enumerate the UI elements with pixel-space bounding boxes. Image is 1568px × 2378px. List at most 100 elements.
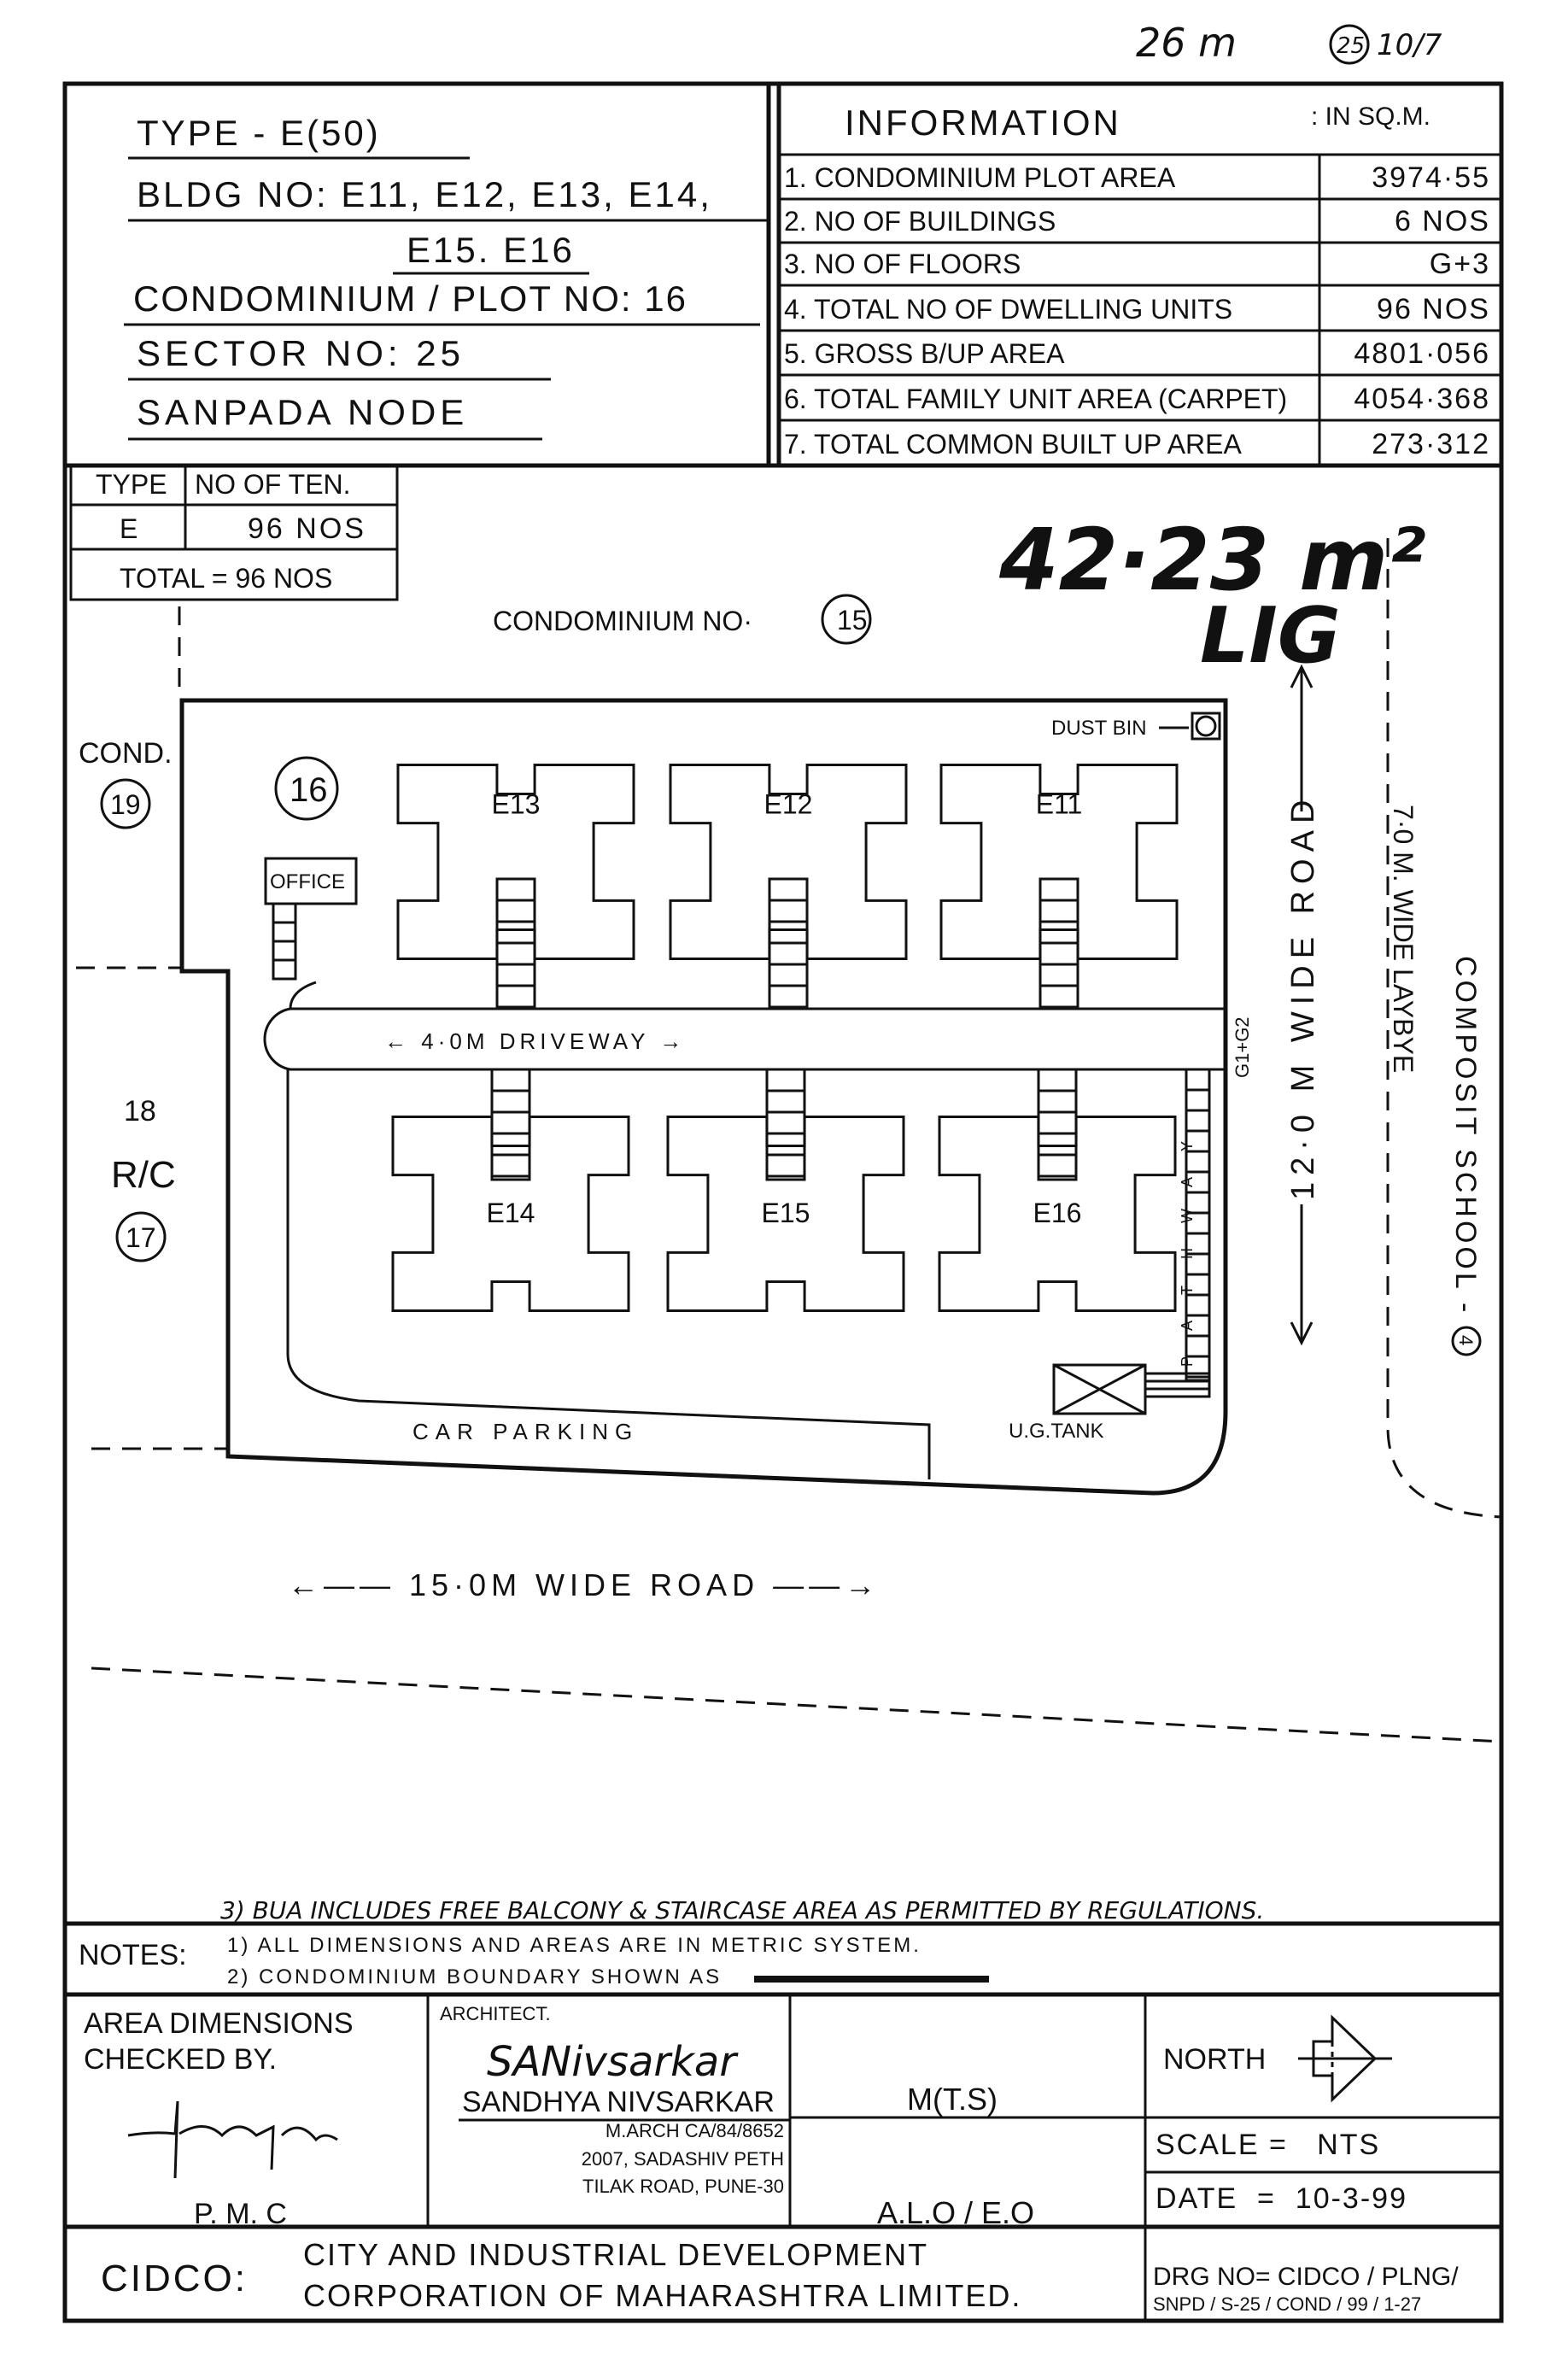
total-tenements: TOTAL = 96 NOS: [120, 563, 332, 594]
notes-label: NOTES:: [79, 1939, 187, 1971]
condominium-15-label: CONDOMINIUM NO·: [493, 606, 752, 636]
handwritten-note-3: 3) BUA INCLUDES FREE BALCONY & STAIRCASE…: [220, 1896, 1264, 1924]
tenements-value: 96 NOS: [248, 512, 366, 545]
dust-bin-label: DUST BIN: [1051, 717, 1147, 740]
info-row-label: 7. TOTAL COMMON BUILT UP AREA: [784, 429, 1243, 460]
road-12m-label: 12·0 M WIDE ROAD: [1285, 794, 1321, 1200]
cond-19-number: 19: [110, 789, 141, 820]
handwritten-fraction: 10/7: [1377, 28, 1442, 62]
driveway-label: ← 4·0M DRIVEWAY →: [384, 1028, 686, 1054]
architect-signature: SANivsarkar: [487, 2038, 739, 2086]
plot-number: CONDOMINIUM / PLOT NO: 16: [133, 278, 687, 319]
pathway-letter: A: [1179, 1177, 1196, 1187]
pathway-letter: H: [1179, 1248, 1196, 1259]
g1g2-label: G1+G2: [1232, 1016, 1253, 1078]
driveway: [263, 1007, 1226, 1071]
type-value: E: [120, 513, 137, 544]
architect-registration: M.ARCH CA/84/8652: [606, 2120, 784, 2141]
pmc-signature: [127, 2100, 338, 2179]
info-row-label: 3. NO OF FLOORS: [784, 249, 1021, 279]
architect-name: SANDHYA NIVSARKAR: [462, 2086, 775, 2118]
laybye-edge: [1386, 538, 1502, 1519]
road-edge: [91, 1666, 1502, 1743]
title-block: AREA DIMENSIONS CHECKED BY. P. M. C ARCH…: [65, 1994, 1501, 2321]
school-label: COMPOSIT SCHOOL -: [1449, 956, 1482, 1315]
checked-by-line2: CHECKED BY.: [84, 2043, 277, 2076]
car-parking-label: CAR PARKING: [412, 1419, 639, 1444]
pathway: P A T H W A Y: [1144, 1068, 1211, 1398]
drawing-number-line1: DRG NO= CIDCO / PLNG/: [1153, 2263, 1459, 2291]
building-numbers: BLDG NO: E11, E12, E13, E14,: [137, 174, 712, 214]
info-row-value: G+3: [1430, 248, 1490, 280]
date-value: DATE = 10-3-99: [1156, 2182, 1407, 2215]
pmc-label: P. M. C: [194, 2198, 287, 2230]
info-row-value: 3974·55: [1372, 161, 1490, 194]
info-row-value: 96 NOS: [1377, 293, 1490, 325]
handwritten-area: 42·23 m²: [998, 510, 1425, 610]
tenements-col-header: NO OF TEN.: [195, 469, 351, 500]
ug-tank: [1052, 1363, 1147, 1415]
org-name-line1: CITY AND INDUSTRIAL DEVELOPMENT: [303, 2237, 928, 2272]
information-unit: : IN SQ.M.: [1311, 102, 1431, 131]
architect-label: ARCHITECT.: [440, 2003, 551, 2024]
cidco-label: CIDCO:: [101, 2258, 248, 2299]
plot-18-label: 18: [124, 1095, 156, 1128]
dust-bin-icon: [1191, 712, 1221, 741]
pathway-letter: Y: [1179, 1141, 1196, 1151]
information-table: INFORMATION : IN SQ.M. 1. CONDOMINIUM PL…: [779, 102, 1501, 467]
info-row-value: 273·312: [1372, 428, 1490, 460]
building-e16: E16: [938, 1068, 1177, 1312]
school-number: 4: [1455, 1335, 1477, 1345]
condominium-boundary: [179, 698, 1228, 1496]
circled-number-mark: [1329, 24, 1370, 65]
note-2: 2) CONDOMINIUM BOUNDARY SHOWN AS: [227, 1965, 722, 1988]
plot-16-number: 16: [290, 771, 328, 809]
condominium-15-number: 15: [837, 605, 868, 636]
alo-label: A.L.O / E.O: [877, 2195, 1034, 2230]
architect-address-1: 2007, SADASHIV PETH: [582, 2148, 784, 2170]
building-label: E14: [487, 1198, 535, 1228]
info-row-value: 4054·368: [1354, 383, 1490, 415]
office-staircase: [272, 902, 297, 981]
pathway-letter: W: [1179, 1209, 1196, 1223]
pathway-letter: T: [1179, 1286, 1196, 1295]
north-arrow-icon: [1298, 2014, 1392, 2103]
building-numbers-cont: E15. E16: [407, 230, 575, 270]
mts-label: M(T.S): [907, 2082, 998, 2117]
pathway-letter: P: [1179, 1356, 1196, 1367]
info-row-value: 6 NOS: [1395, 205, 1490, 237]
node-name: SANPADA NODE: [137, 392, 468, 432]
checked-by-line1: AREA DIMENSIONS: [84, 2007, 354, 2040]
pathway-letter: A: [1179, 1321, 1196, 1331]
drawing-number-line2: SNPD / S-25 / COND / 99 / 1-27: [1153, 2293, 1421, 2315]
building-e13: E13: [396, 764, 635, 1010]
architect-address-2: TILAK ROAD, PUNE-30: [582, 2176, 784, 2197]
office-label: OFFICE: [270, 870, 345, 893]
building-e11: E11: [939, 764, 1179, 1010]
info-row-value: 4801·056: [1354, 337, 1490, 370]
info-row-label: 1. CONDOMINIUM PLOT AREA: [784, 162, 1176, 193]
building-label: E15: [762, 1198, 810, 1228]
information-title: INFORMATION: [845, 102, 1121, 143]
building-label: E16: [1033, 1198, 1082, 1228]
plot-17-number: 17: [126, 1222, 156, 1253]
building-e12: E12: [669, 764, 908, 1010]
note-1: 1) ALL DIMENSIONS AND AREAS ARE IN METRI…: [227, 1934, 921, 1957]
type-title: TYPE - E(50): [137, 113, 381, 153]
type-col-header: TYPE: [96, 469, 167, 500]
info-row-label: 5. GROSS B/UP AREA: [784, 338, 1065, 369]
building-label: E11: [1036, 788, 1083, 819]
org-name-line2: CORPORATION OF MAHARASHTRA LIMITED.: [303, 2278, 1021, 2313]
rc-label: R/C: [111, 1154, 176, 1196]
road-15m-label: ←—— 15·0M WIDE ROAD ——→: [288, 1567, 881, 1602]
sheet-border: [62, 81, 1504, 2323]
info-row-label: 4. TOTAL NO OF DWELLING UNITS: [784, 294, 1232, 325]
building-e15: E15: [666, 1068, 905, 1312]
handwritten-category: LIG: [1200, 591, 1341, 681]
handwritten-top-note: 26 m: [1136, 20, 1237, 66]
header-title-block: TYPE - E(50) BLDG NO: E11, E12, E13, E14…: [124, 113, 769, 441]
building-label: E12: [764, 788, 813, 819]
sector-number: SECTOR NO: 25: [137, 333, 465, 373]
